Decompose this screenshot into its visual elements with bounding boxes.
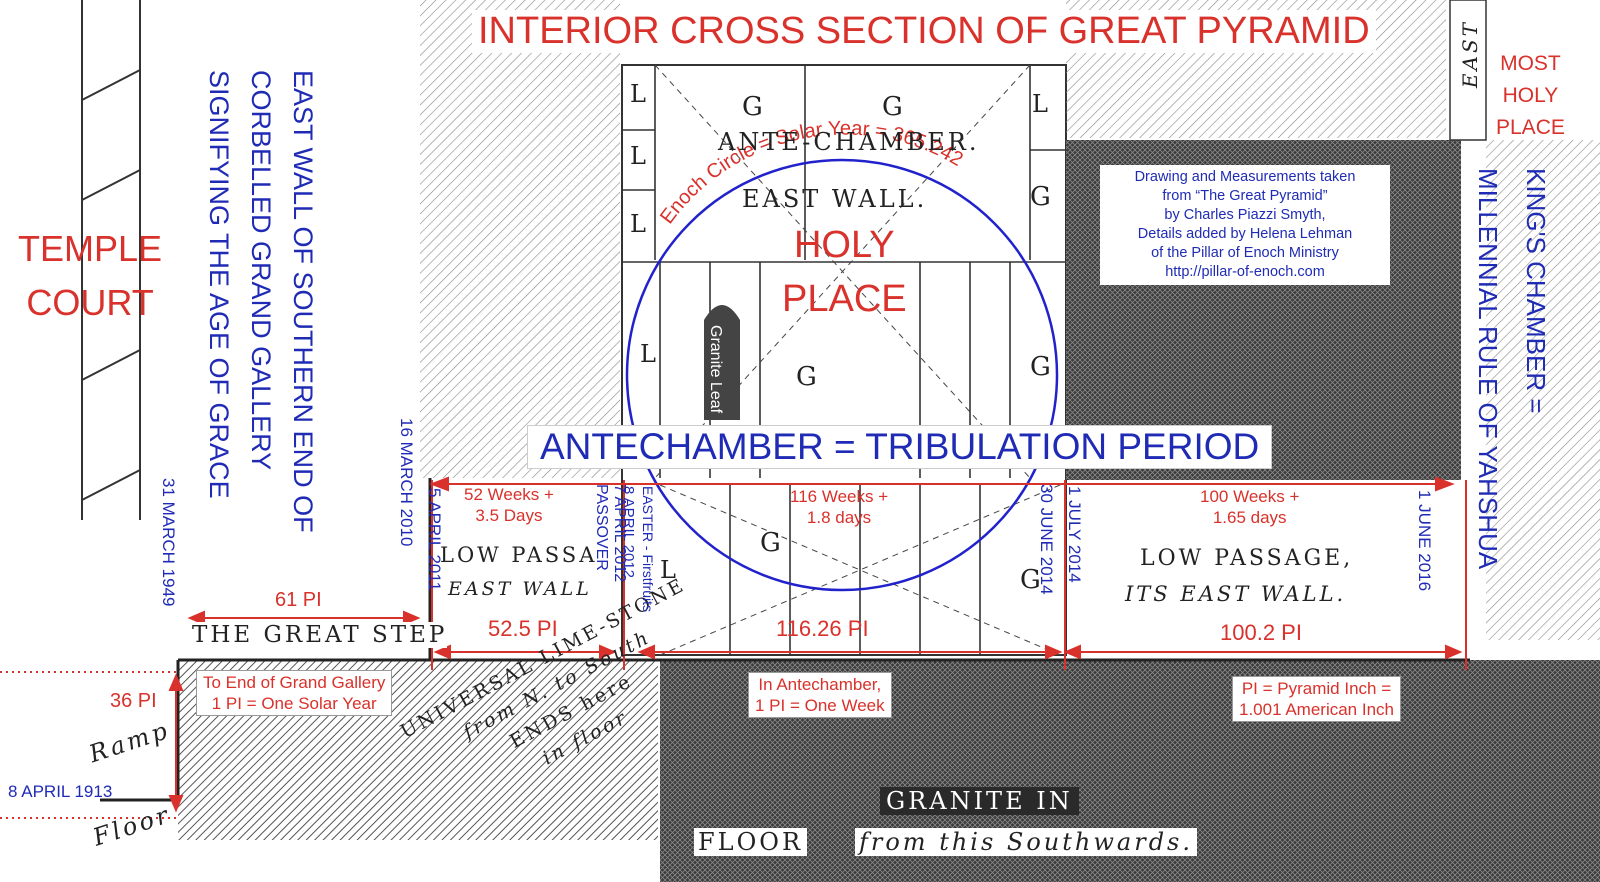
date-2014-june: 30 JUNE 2014 [1037,484,1056,595]
date-2012-passover: 7 APRIL 2012 PASSOVER [593,484,628,583]
antechamber-banner: ANTECHAMBER = TRIBULATION PERIOD [527,425,1273,469]
its-east-wall-print: ITS EAST WALL. [1125,582,1347,606]
date-2010: 16 MARCH 2010 [397,418,416,547]
letter-g: G [1030,352,1054,382]
credits-box: Drawing and Measurements taken from “The… [1100,165,1390,285]
easter-firstfruits: EASTER - Firstfruits [640,486,656,613]
enoch-circle [625,158,1059,592]
weeks1-label: 52 Weeks + 3.5 Days [464,485,554,525]
letter-l: L [630,210,649,238]
letter-g: G [796,362,820,392]
letter-g: G [882,92,906,122]
kings-chamber-note: KING'S CHAMBER = MILLENNIAL RULE OF YAHS… [1473,168,1551,570]
page-title: INTERIOR CROSS SECTION OF GREAT PYRAMID [472,10,1376,53]
antechamber-scale-note: In Antechamber, 1 PI = One Week [748,672,892,718]
low-passage-print-2: LOW PASSAGE, [1140,546,1354,571]
date-2014-july: 1 JULY 2014 [1065,486,1084,583]
grand-gallery-note: EAST WALL OF SOUTHERN END OF CORBELLED G… [204,70,318,533]
east-wall-print: EAST WALL. [742,185,928,213]
letter-g: G [1030,182,1054,212]
east-wall-print-1: EAST WALL [448,578,592,600]
antechamber-block [621,64,1067,656]
grand-gallery-scale-note: To End of Grand Gallery 1 PI = One Solar… [196,670,393,716]
granite-leaf-shape [704,305,740,420]
granite-in-print: GRANITE IN [880,787,1079,815]
letter-l: L [1032,90,1051,118]
southwards-print: from this Southwards. [855,828,1197,856]
holy-place-label: HOLY PLACE [782,224,907,320]
letter-l: L [630,80,649,108]
weeks2-label: 116 Weeks + 1.8 days [790,487,889,527]
pyramid-inch-note: PI = Pyramid Inch = 1.001 American Inch [1232,676,1401,722]
temple-court-wall [81,0,141,520]
date-2011: 5 APRIL 2011 [425,488,444,592]
letter-g: G [760,528,784,558]
date-2016: 1 JUNE 2016 [1415,490,1434,592]
temple-court-label: TEMPLE COURT [18,228,163,323]
floor-print: FLOOR [694,828,808,856]
seg2-measure: 116.26 PI [776,616,869,641]
east-print: EAST [1458,20,1482,89]
date-1913: 8 APRIL 1913 [8,782,113,801]
date-1949: 31 MARCH 1949 [159,478,178,607]
granite-leaf-label: Granite Leaf [707,325,724,414]
grand-gallery-wall [420,0,620,478]
seg1-measure: 52.5 PI [488,616,558,641]
weeks3-label: 100 Weeks + 1.65 days [1200,487,1300,527]
date-2012-easter: 8 APRIL 2012 [620,486,637,579]
letter-l: L [630,142,649,170]
ramp-height-label: 36 PI [110,690,157,712]
seg3-measure: 100.2 PI [1220,620,1302,645]
most-holy-place-label: MOST HOLY PLACE [1496,52,1565,139]
letter-g: G [742,92,766,122]
letter-l: L [640,340,659,368]
low-passage-print-1: LOW PASSA [440,543,598,567]
ante-chamber-print: ANTE-CHAMBER. [718,128,980,156]
letter-l: L [660,556,679,584]
great-step-measure: 61 PI [275,589,322,611]
great-step-print: THE GREAT STEP [192,622,448,648]
letter-g: G [1020,565,1044,595]
